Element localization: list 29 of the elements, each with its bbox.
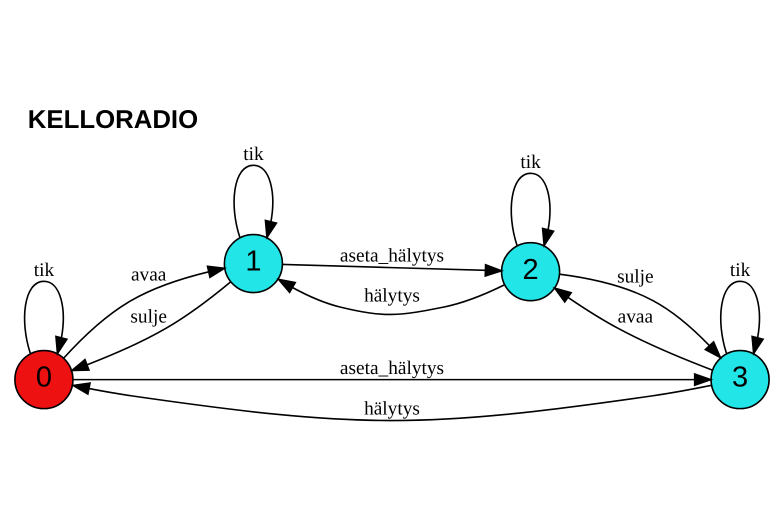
edge-label: aseta_hälytys — [340, 358, 444, 379]
arrow — [70, 280, 231, 371]
edge-label: sulje — [617, 266, 654, 287]
arrow — [233, 164, 278, 240]
edge-label: aseta_hälytys — [340, 244, 444, 266]
edge-label: tik — [730, 259, 750, 280]
diagram-title: KELLORADIO — [28, 105, 198, 134]
edge-label: hälytys — [364, 285, 420, 306]
edge-label: hälytys — [364, 398, 420, 419]
node-circle: 0 — [14, 349, 74, 409]
arrow — [24, 280, 68, 356]
edge-label: avaa — [130, 264, 166, 286]
arrow — [720, 280, 764, 356]
edge-label: tik — [520, 151, 541, 172]
arrow — [552, 286, 713, 370]
arrow — [282, 263, 504, 277]
node-circle: 3 — [710, 349, 770, 409]
edge-label: sulje — [130, 306, 167, 328]
edge-label: tik — [243, 143, 264, 164]
arrow — [73, 372, 714, 386]
arrow — [559, 272, 722, 359]
arrow — [70, 382, 712, 421]
arrow — [510, 172, 555, 248]
edge-label: avaa — [618, 306, 654, 328]
edge-label: tik — [34, 259, 54, 280]
arrow — [63, 264, 227, 358]
node-circle: 2 — [500, 241, 560, 301]
arrow — [276, 278, 505, 315]
node-circle: 1 — [224, 233, 284, 293]
